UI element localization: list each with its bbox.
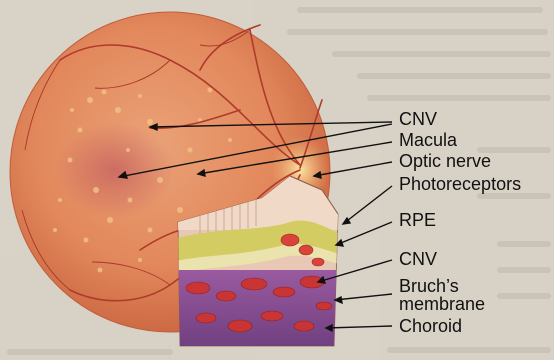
label-bruchs-line2: membrane xyxy=(399,295,485,313)
label-photoreceptors: Photoreceptors xyxy=(399,175,521,193)
label-cnv-bottom: CNV xyxy=(399,250,437,268)
label-macula: Macula xyxy=(399,131,457,149)
label-cnv-top: CNV xyxy=(399,110,437,128)
label-bruchs-line1: Bruch’s xyxy=(399,277,459,295)
label-choroid: Choroid xyxy=(399,317,462,335)
label-optic-nerve: Optic nerve xyxy=(399,152,491,170)
label-rpe: RPE xyxy=(399,211,436,229)
